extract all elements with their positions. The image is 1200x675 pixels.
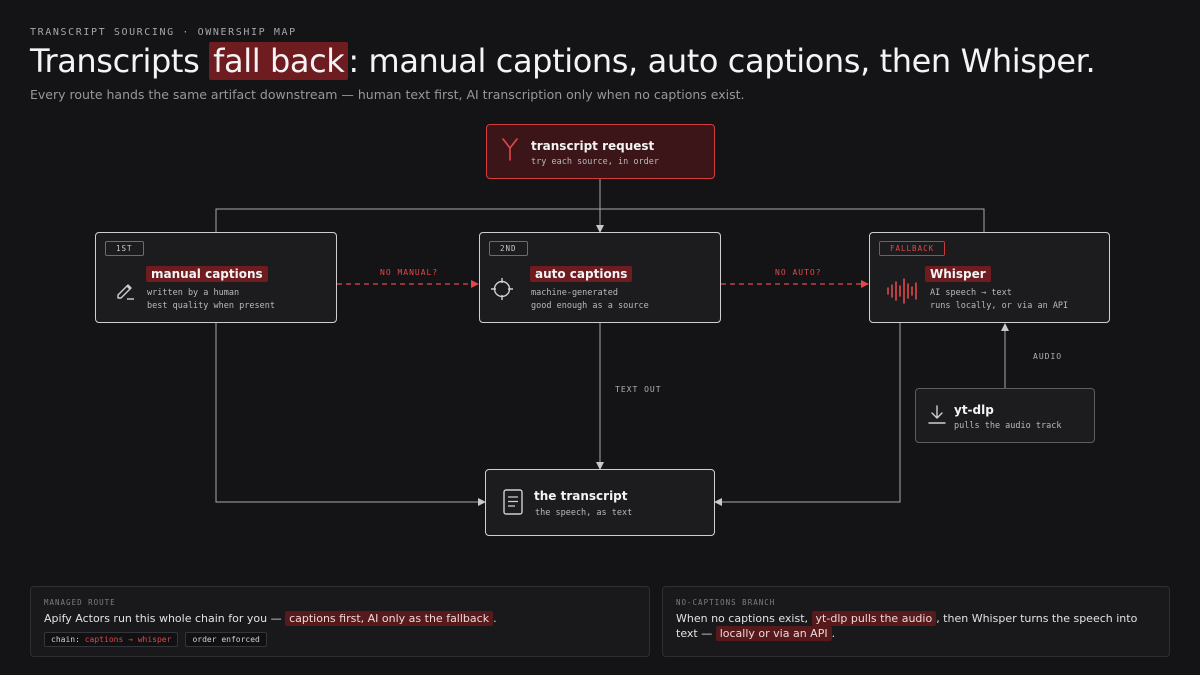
chip-chain: chain: captions → whisper: [44, 632, 179, 647]
node-desc-2: best quality when present: [147, 301, 275, 311]
eyebrow: TRANSCRIPT SOURCING · OWNERSHIP MAP: [30, 27, 297, 38]
node-title: the transcript: [534, 489, 628, 503]
node-desc: pulls the audio track: [954, 421, 1062, 431]
node-whisper: FALLBACK Whisper AI speech → text runs l…: [869, 232, 1110, 323]
node-manual-captions: 1ST manual captions written by a human b…: [95, 232, 337, 323]
document-icon: [502, 488, 524, 520]
fork-icon: [501, 137, 519, 165]
card-highlight-1: yt-dlp pulls the audio: [811, 611, 937, 626]
node-desc: the speech, as text: [535, 508, 633, 518]
node-title: manual captions: [146, 266, 268, 282]
connector-request-to-manual: [215, 208, 985, 232]
pen-icon: [115, 279, 137, 305]
waveform-icon: [886, 277, 920, 309]
node-desc-1: machine-generated: [531, 288, 618, 298]
edge-label-no-manual: NO MANUAL?: [380, 268, 439, 277]
node-desc-1: AI speech → text: [930, 288, 1012, 298]
card-text-mid: , then Whisper turns the speech into tex…: [676, 612, 1138, 640]
chip-order: order enforced: [185, 632, 267, 647]
card-eyebrow: MANAGED ROUTE: [44, 598, 116, 607]
node-the-transcript: the transcript the speech, as text: [485, 469, 715, 536]
node-desc-2: good enough as a source: [531, 301, 649, 311]
node-title: Whisper: [925, 266, 991, 282]
node-desc-1: written by a human: [147, 288, 240, 298]
node-title: yt-dlp: [954, 403, 994, 417]
chip-chain-label: chain:: [51, 635, 80, 644]
card-text-end: .: [493, 612, 497, 625]
edge-label-audio: AUDIO: [1033, 352, 1063, 361]
node-desc-2: runs locally, or via an API: [930, 301, 1069, 311]
card-eyebrow: NO-CAPTIONS BRANCH: [676, 598, 776, 607]
card-text: When no captions exist,: [676, 612, 809, 625]
card-text: Apify Actors run this whole chain for yo…: [44, 612, 282, 625]
chip-row: chain: captions → whisper order enforced: [44, 632, 267, 647]
step-tag: 2ND: [489, 241, 528, 256]
card-text-end: .: [831, 627, 836, 640]
edge-label-no-auto: NO AUTO?: [775, 268, 822, 277]
card-highlight: captions first, AI only as the fallback: [285, 611, 494, 626]
subtitle: Every route hands the same artifact down…: [30, 87, 745, 102]
node-transcript-request: transcript request try each source, in o…: [486, 124, 715, 179]
card-managed-route: MANAGED ROUTE Apify Actors run this whol…: [30, 586, 650, 657]
connector-whisper-to-output: [714, 323, 901, 506]
title-highlight: fall back: [209, 42, 349, 80]
node-title: transcript request: [531, 139, 655, 153]
chip-chain-value: captions → whisper: [84, 635, 172, 644]
node-title: auto captions: [530, 266, 633, 282]
card-body: When no captions exist, yt-dlp pulls the…: [676, 611, 1157, 641]
title-pre: Transcripts: [30, 42, 200, 80]
title-post: : manual captions, auto captions, then W…: [348, 42, 1096, 80]
node-auto-captions: 2ND auto captions machine-generated good…: [479, 232, 721, 323]
card-highlight-2: locally or via an API: [715, 626, 832, 641]
crosshair-icon: [490, 277, 514, 305]
card-no-captions-branch: NO-CAPTIONS BRANCH When no captions exis…: [662, 586, 1170, 657]
node-yt-dlp: yt-dlp pulls the audio track: [915, 388, 1095, 443]
edge-label-text-out: TEXT OUT: [615, 385, 662, 394]
card-body: Apify Actors run this whole chain for yo…: [44, 611, 637, 626]
step-tag: 1ST: [105, 241, 144, 256]
node-desc: try each source, in order: [531, 157, 659, 167]
connector-manual-to-output: [215, 323, 486, 506]
download-icon: [928, 405, 946, 429]
step-tag: FALLBACK: [879, 241, 946, 256]
page-title: Transcripts fall back: manual captions, …: [30, 42, 1096, 80]
